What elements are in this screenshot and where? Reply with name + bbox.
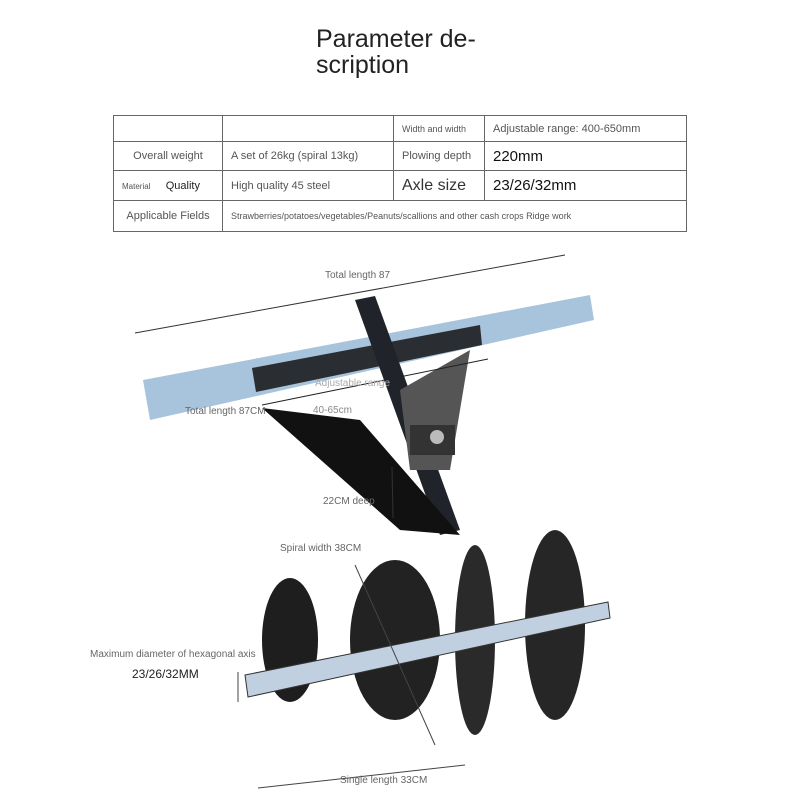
ridger-image bbox=[143, 295, 594, 535]
table-row: Applicable Fields Strawberries/potatoes/… bbox=[113, 200, 687, 232]
dimension-line bbox=[257, 764, 466, 789]
auger-image bbox=[244, 530, 611, 735]
table-row: Material Quality High quality 45 steel A… bbox=[113, 170, 687, 201]
dimension-line bbox=[391, 466, 394, 519]
table-row: Overall weight A set of 26kg (spiral 13k… bbox=[113, 141, 687, 171]
dimension-line bbox=[261, 358, 489, 406]
dimension-line bbox=[134, 254, 566, 334]
dimension-line bbox=[354, 564, 436, 746]
spec-table: Width and width Adjustable range: 400-65… bbox=[113, 115, 687, 232]
page-title: Parameter de- scription bbox=[316, 25, 476, 79]
